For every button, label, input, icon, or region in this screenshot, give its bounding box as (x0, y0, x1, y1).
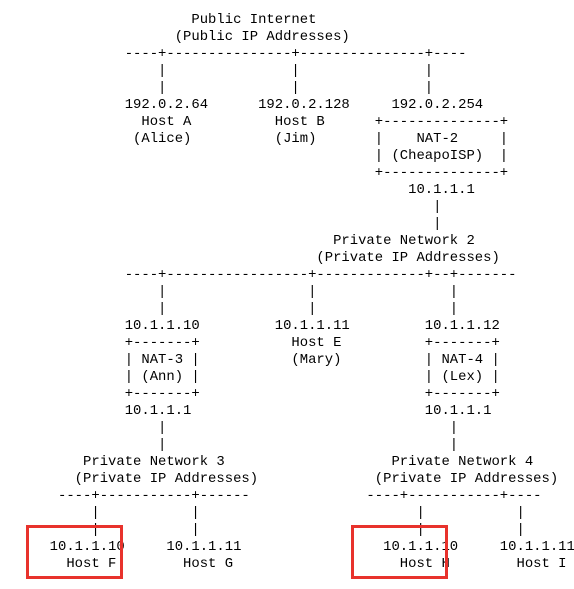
diagram-line-leaf-ips: 10.1.1.10 10.1.1.11 10.1.1.10 10.1.1.11 (8, 539, 574, 555)
diagram-line: | (8, 216, 442, 232)
diagram-line: | | | | (8, 505, 525, 521)
diagram-line: | | | (8, 63, 434, 79)
diagram-line-public-hosts: Host A Host B +--------------+ (8, 114, 509, 130)
diagram-line-private-network-2: Private Network 2 (8, 233, 475, 249)
diagram-line-private-networks-3-4-sub: (Private IP Addresses) (Private IP Addre… (8, 471, 559, 487)
diagram-line-nat-inside-ips: 10.1.1.1 10.1.1.1 (8, 403, 492, 419)
diagram-line-private-buses-3-4: ----+-----------+------ ----+-----------… (8, 488, 542, 504)
diagram-line-nat2-isp: | (CheapoISP) | (8, 148, 509, 164)
diagram-line-private-bus-2: ----+-----------------+-------------+--+… (8, 267, 517, 283)
diagram-line-nat2-inside-ip: 10.1.1.1 (8, 182, 475, 198)
diagram-line-private-network-2-sub: (Private IP Addresses) (8, 250, 500, 266)
diagram-line-subtitle: (Public IP Addresses) (8, 29, 350, 45)
diagram-line: | | | (8, 80, 434, 96)
diagram-line-network-2-ips: 10.1.1.10 10.1.1.11 10.1.1.12 (8, 318, 500, 334)
host-h-highlight-box (351, 525, 448, 579)
diagram-line: | | | | (8, 522, 525, 538)
diagram-line-nat3-nat4: | NAT-3 | (Mary) | NAT-4 | (8, 352, 500, 368)
diagram-line: +--------------+ (8, 165, 509, 181)
diagram-line-nat-owners: | (Ann) | | (Lex) | (8, 369, 500, 385)
diagram-line-public-ips: 192.0.2.64 192.0.2.128 192.0.2.254 (8, 97, 484, 113)
diagram-line: | | | (8, 301, 459, 317)
diagram-line-public-bus: ----+---------------+---------------+---… (8, 46, 467, 62)
diagram-line-title: Public Internet (8, 12, 317, 28)
diagram-line-private-networks-3-4: Private Network 3 Private Network 4 (8, 454, 534, 470)
diagram-line: +-------+ +-------+ (8, 386, 500, 402)
diagram-line: +-------+ Host E +-------+ (8, 335, 500, 351)
diagram-line-nat2: (Alice) (Jim) | NAT-2 | (8, 131, 509, 147)
host-f-highlight-box (26, 525, 123, 579)
diagram-line: | | (8, 420, 459, 436)
diagram-line: | | (8, 437, 459, 453)
diagram-line: | (8, 199, 442, 215)
diagram-line: | | | (8, 284, 459, 300)
